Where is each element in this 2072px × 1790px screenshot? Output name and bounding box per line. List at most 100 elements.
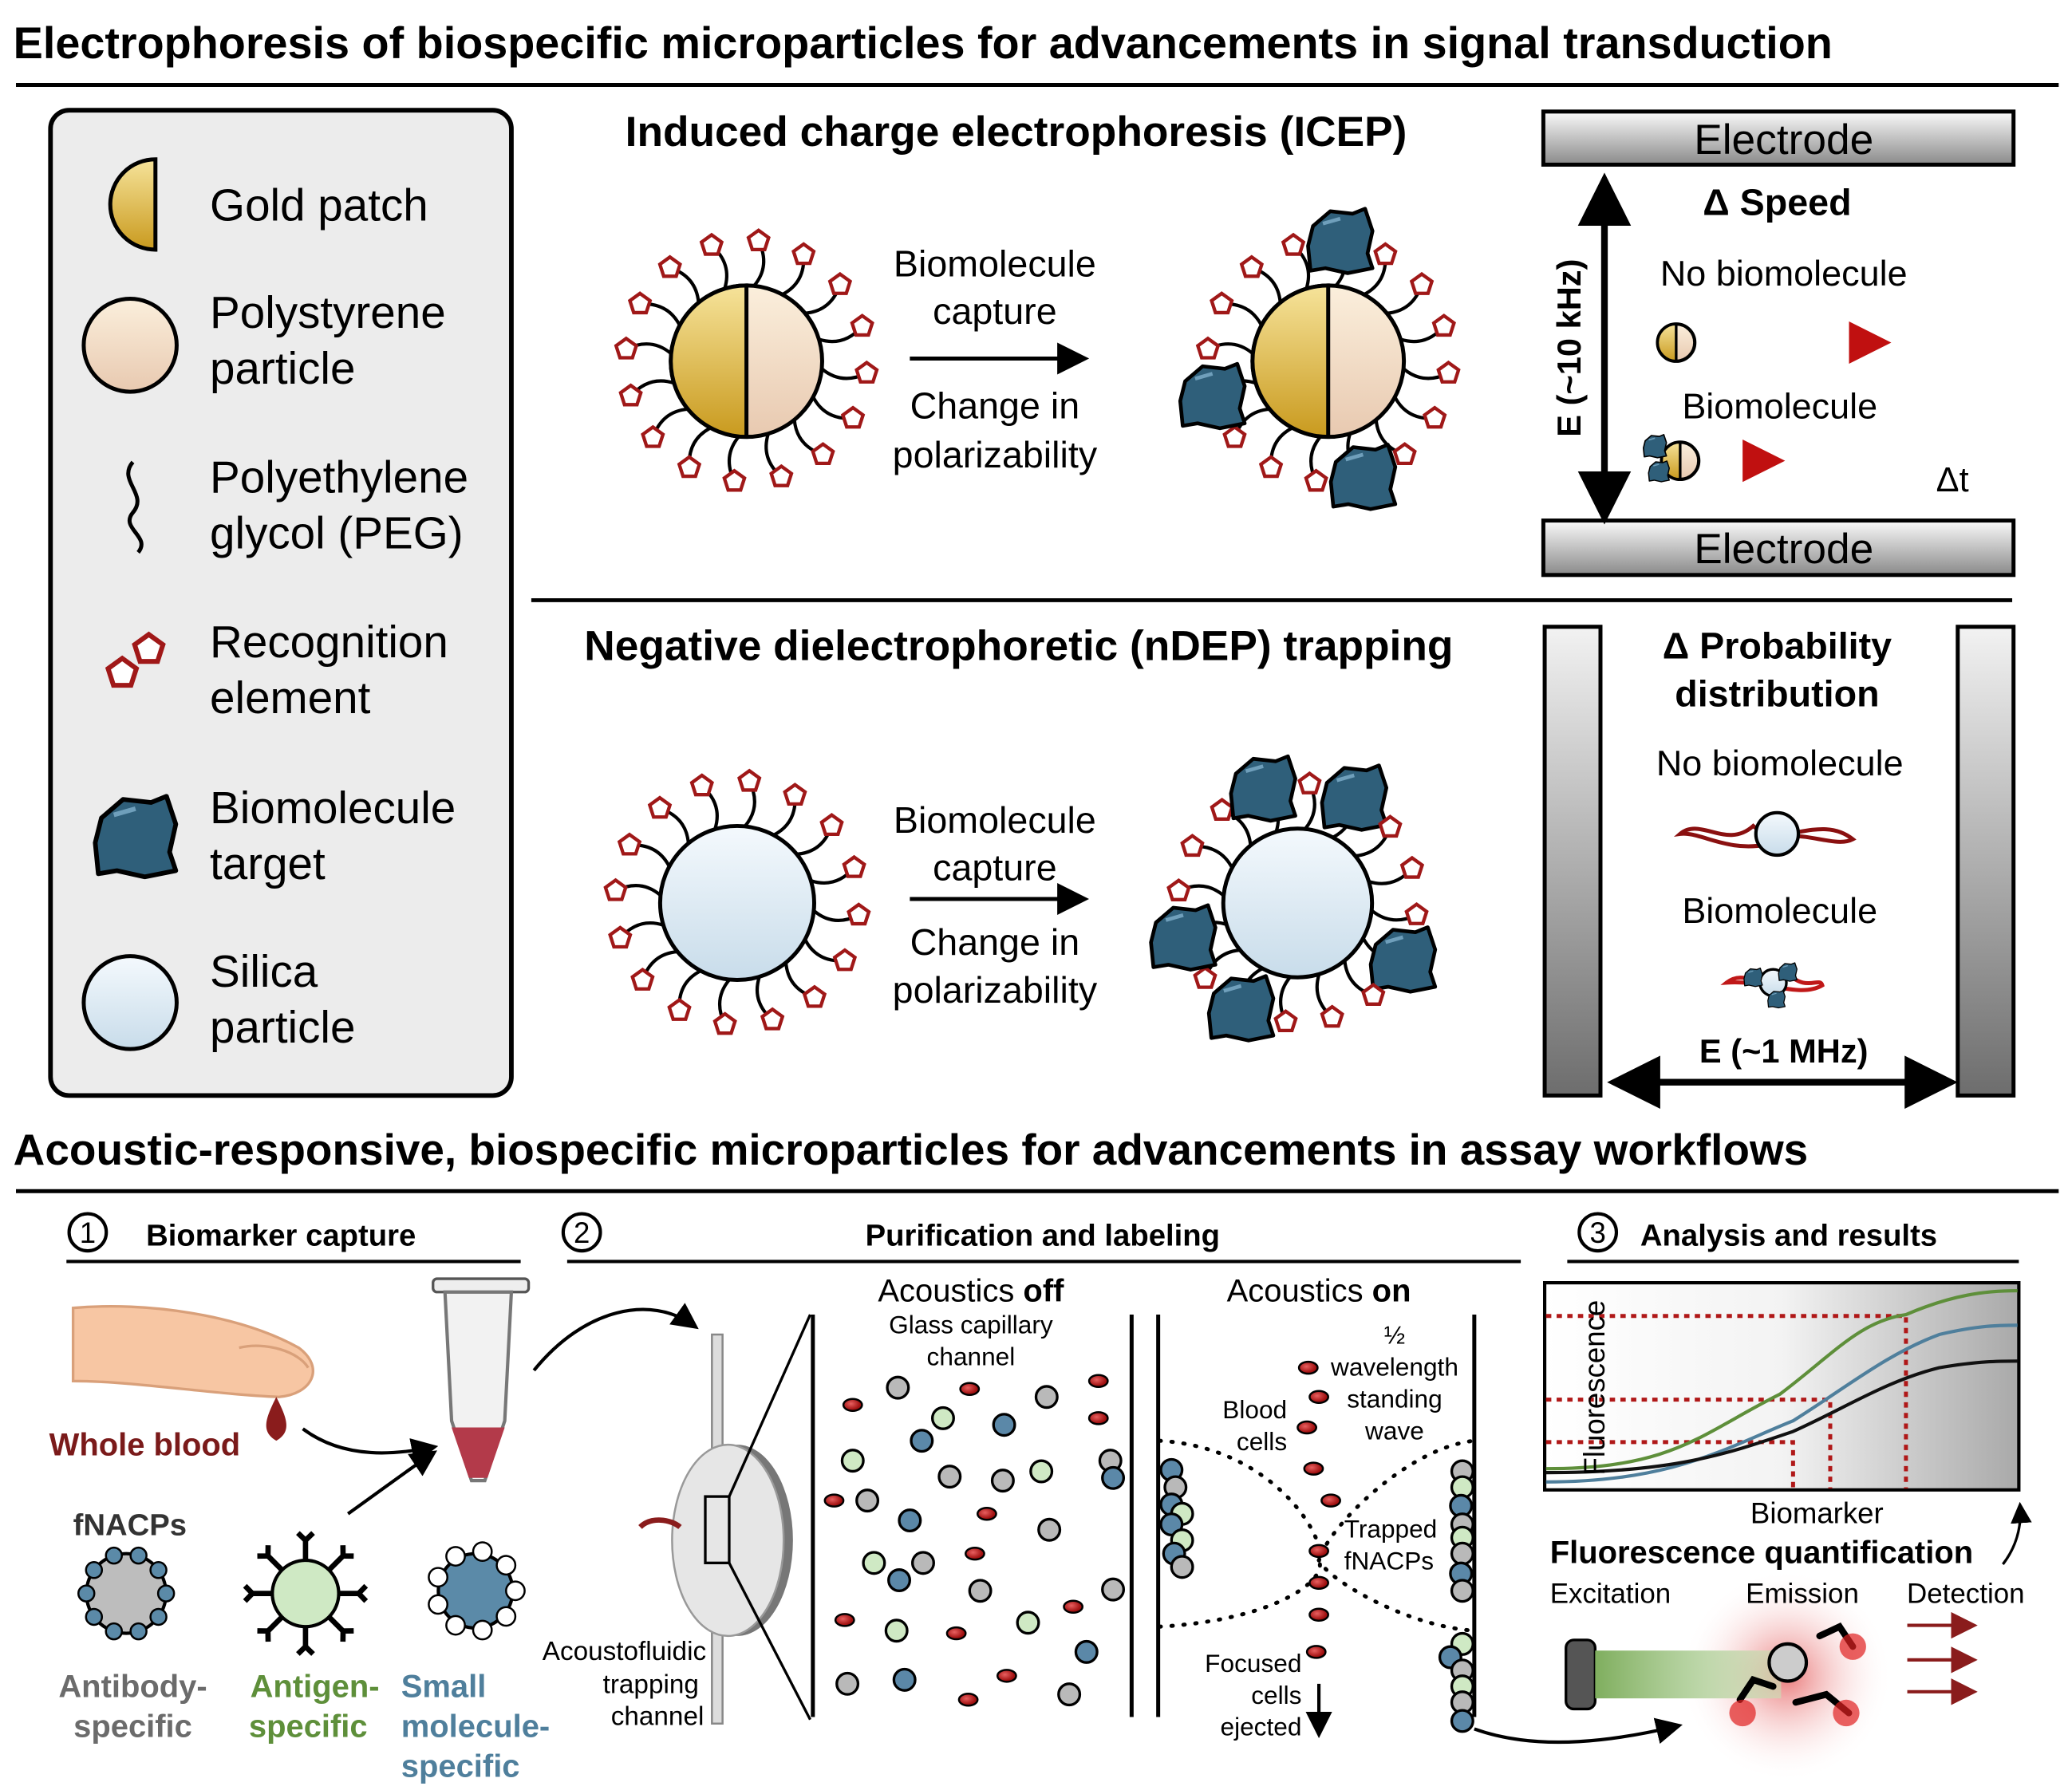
mixed-sample-particles — [823, 1374, 1126, 1707]
fnacp — [1057, 1682, 1082, 1707]
top-title: Electrophoresis of biospecific micropart… — [14, 18, 1833, 68]
finger-illustration — [71, 1304, 314, 1398]
fnacp — [898, 1508, 922, 1533]
biomolecule-target-icon — [1322, 766, 1387, 830]
small-molecule-pocket — [495, 1606, 517, 1627]
antibody-label-1: Antibody- — [58, 1669, 207, 1704]
acoustics-on-title-a: Acoustics — [1227, 1273, 1372, 1308]
legend-recognition-1: Recognition — [210, 617, 448, 667]
antibody-fork — [257, 1628, 271, 1642]
recognition-element-icon — [1411, 274, 1431, 294]
recognition-element-icon — [679, 457, 699, 476]
antibody-specific-particle — [77, 1546, 176, 1641]
blood-cell — [957, 1693, 979, 1707]
recognition-element-icon — [844, 857, 864, 876]
icep-arrow-bottom-2: polarizability — [893, 434, 1098, 475]
small-molecule-pocket — [495, 1555, 517, 1576]
electrode-right-bar — [1956, 625, 2016, 1098]
fnacp — [911, 1551, 935, 1575]
biomolecule-target-icon — [1231, 756, 1296, 821]
step3-header: 3 Analysis and results — [1567, 1212, 2019, 1264]
recognition-element-icon — [669, 1000, 689, 1019]
recognition-element-icon — [822, 815, 842, 834]
small-molecule-pocket — [445, 1615, 466, 1636]
sample-tube-icon — [432, 1277, 531, 1483]
ndep-arrow-top-1: Biomolecule — [894, 799, 1096, 841]
acoustofluidic-device — [638, 1314, 812, 1725]
fnacp — [886, 1375, 910, 1400]
delta-t-label: Δt — [1936, 461, 1969, 499]
recognition-element-icon — [1395, 444, 1415, 463]
silica-body — [1221, 826, 1375, 980]
recognition-element-icon — [724, 471, 744, 490]
acoustics-off-title-b: off — [1023, 1273, 1064, 1308]
blood-drop-icon — [266, 1397, 286, 1441]
blood-cell — [842, 1398, 863, 1412]
recognition-element-icon — [1182, 836, 1202, 855]
biomolecule-target-icon — [1371, 927, 1435, 992]
fnacp — [1450, 1709, 1474, 1733]
fnacp — [892, 1667, 917, 1692]
fnacp — [884, 1618, 909, 1643]
gold-patch — [669, 283, 749, 440]
antibody-fork — [243, 1583, 256, 1603]
ndep-particle-before — [606, 771, 869, 1033]
blood-cell — [965, 1546, 985, 1561]
ndep-bio-label: Biomolecule — [1682, 890, 1877, 931]
blood-cell — [1297, 1360, 1319, 1375]
step1-number: 1 — [80, 1216, 96, 1249]
legend-biomolecule-2: target — [210, 838, 326, 889]
legend-polystyrene-2: particle — [210, 343, 355, 393]
antigen-label-1: Antigen- — [251, 1669, 380, 1704]
recognition-element-icon — [1407, 905, 1427, 924]
legend-recognition-2: element — [210, 672, 371, 723]
recognition-element-icon — [857, 363, 877, 382]
chart-ylabel: Fluorescence — [1578, 1300, 1611, 1476]
fnacp — [1034, 1385, 1059, 1410]
fnacp — [835, 1671, 860, 1696]
acoustics-off-sub-1: Glass capillary — [889, 1310, 1053, 1339]
ndep-no-bio-label: No biomolecule — [1656, 743, 1904, 783]
blood-to-tube-arrow — [302, 1427, 439, 1465]
fnacp — [855, 1488, 880, 1513]
small-molecule-pocket — [472, 1619, 493, 1641]
recognition-element-icon — [785, 785, 805, 804]
small-molecule-pocket — [428, 1567, 448, 1588]
fnacp — [1016, 1611, 1040, 1635]
polystyrene-particle-icon — [81, 297, 179, 394]
legend-silica-2: particle — [210, 1002, 355, 1052]
fnacp — [930, 1406, 955, 1430]
blood-cells-label-1: Blood — [1222, 1395, 1287, 1424]
quantification-title: Fluorescence quantification — [1550, 1535, 1973, 1570]
electrode-bottom: Electrode — [1541, 518, 2016, 578]
janus-particle-with-target — [1642, 434, 1701, 483]
icep-bio-label: Biomolecule — [1682, 385, 1877, 426]
antigen-label-2: specific — [249, 1709, 368, 1744]
step3-number: 3 — [1589, 1216, 1605, 1249]
ndep-arrow-bottom-1: Change in — [910, 921, 1080, 963]
antibody-label-2: specific — [73, 1709, 192, 1744]
blood-cell — [834, 1613, 855, 1627]
device-label-1: Acoustofluidic — [543, 1637, 706, 1666]
antibody-fragment — [129, 1622, 148, 1641]
legend-gold-patch: Gold patch — [210, 179, 428, 230]
antibody-fragment — [77, 1584, 96, 1603]
recognition-element-icon — [830, 274, 850, 294]
series-black-curve — [1545, 1359, 2018, 1475]
step2-number: 2 — [574, 1216, 590, 1249]
recognition-element-icon — [1402, 858, 1422, 877]
legend-silica-1: Silica — [210, 946, 318, 996]
recognition-element-icon — [701, 235, 721, 254]
small-molecule-label-3: specific — [401, 1749, 520, 1784]
fnacp — [1450, 1579, 1474, 1603]
step2-header: 2 Purification and labeling — [561, 1212, 1521, 1264]
fnacp — [1170, 1555, 1194, 1579]
recognition-element-icon — [1276, 1011, 1296, 1031]
fnacp — [1037, 1517, 1062, 1542]
focused-blood-cells — [1296, 1360, 1341, 1659]
silica-particle-icon — [81, 954, 179, 1051]
calibration-chart — [1542, 1281, 2021, 1492]
trajectory-wide — [1673, 810, 1857, 858]
fnacp — [862, 1551, 886, 1575]
legend-biomolecule-1: Biomolecule — [210, 783, 456, 833]
